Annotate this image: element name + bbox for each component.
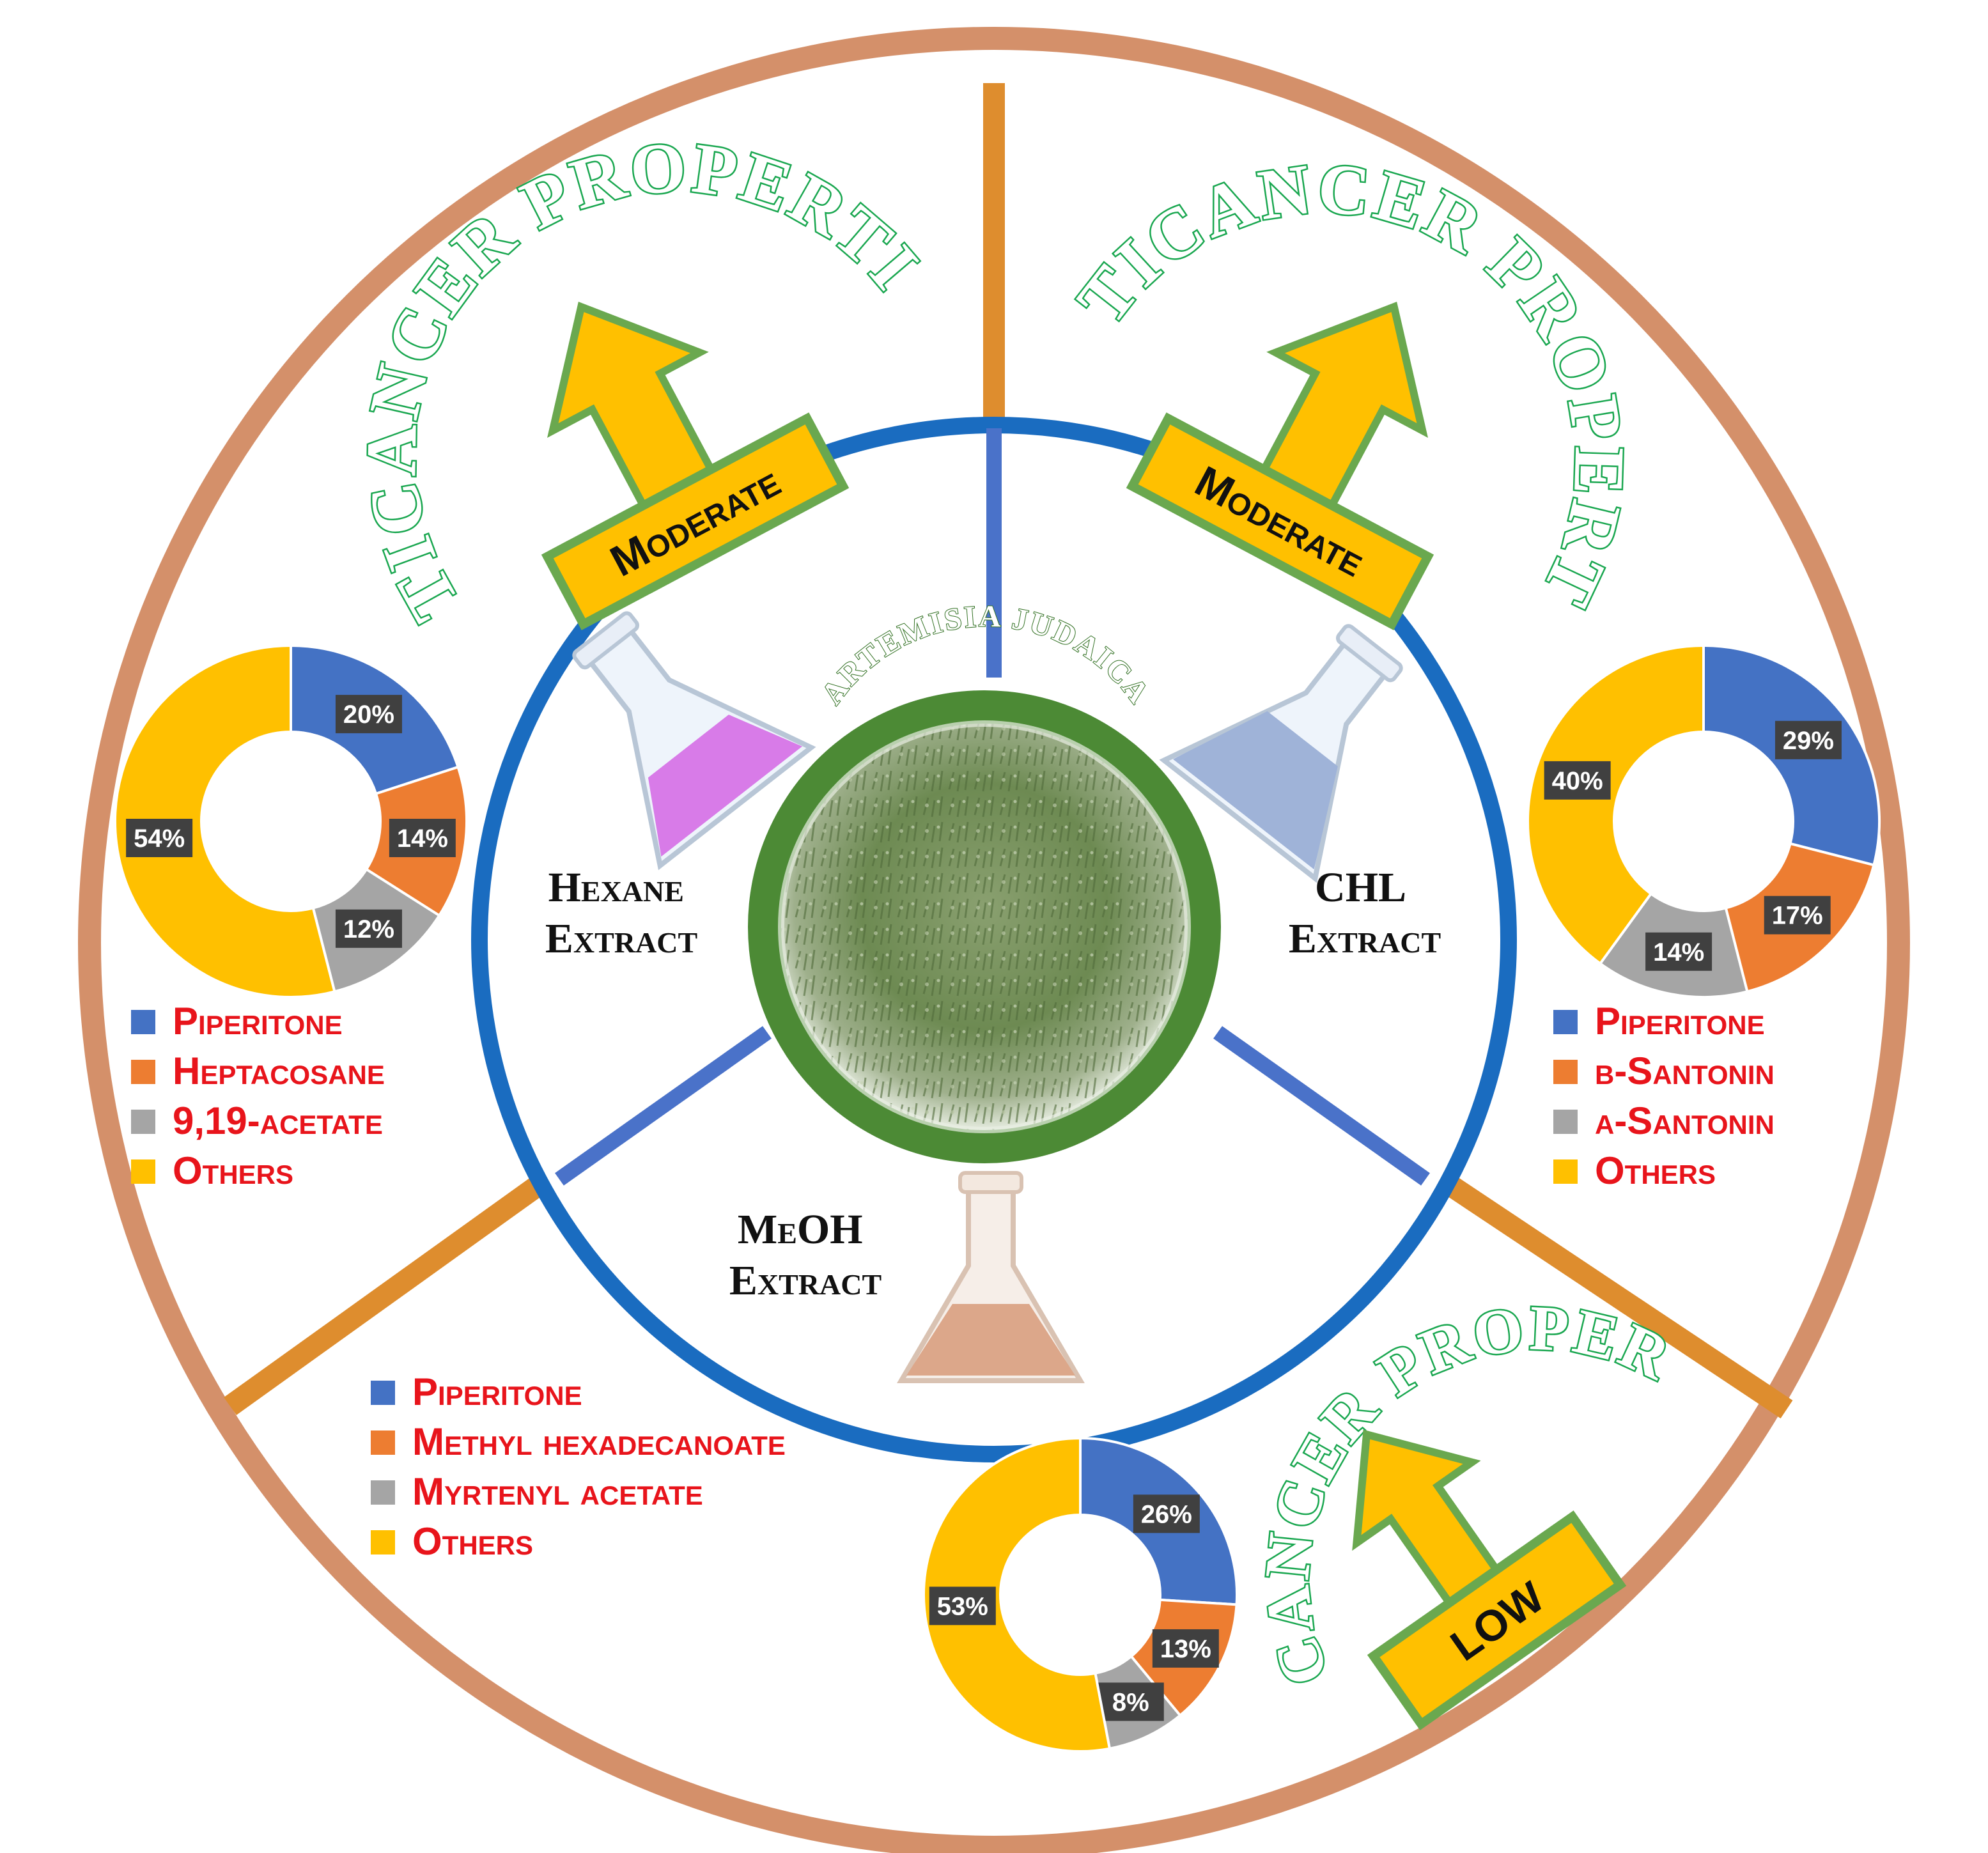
donut-slice-others	[114, 644, 336, 998]
meoh-extract-label: MeOH Extract	[729, 1206, 881, 1304]
outer-divider-right	[1435, 1170, 1793, 1419]
data-label: 14%	[1653, 938, 1704, 966]
outer-dividers	[224, 83, 1793, 1419]
data-label: 20%	[343, 701, 394, 729]
legend-item: Piperitone	[173, 1000, 343, 1043]
meoh-legend: Piperitone Methyl hexadecanoate Myrtenyl…	[371, 1370, 786, 1563]
meoh-composition-chart: 26% 13% 8% 53%	[922, 1436, 1238, 1753]
data-label-box	[1097, 1682, 1164, 1721]
legend-swatch	[1553, 1010, 1578, 1034]
level-box	[1367, 1510, 1627, 1731]
legend-item: Methyl hexadecanoate	[412, 1420, 786, 1463]
legend-swatch	[1553, 1060, 1578, 1084]
erlenmeyer-flask-icon	[897, 1171, 1085, 1383]
inner-ring	[471, 417, 1517, 1462]
chl-level-arrow: Moderate	[1126, 302, 1434, 631]
plant-photo	[748, 690, 1221, 1163]
flask-hexane	[572, 611, 816, 871]
legend-swatch	[371, 1430, 395, 1455]
level-box	[1126, 412, 1434, 631]
legend-item: Myrtenyl acetate	[412, 1470, 703, 1513]
up-arrow-icon	[1255, 302, 1428, 516]
legend-swatch	[131, 1159, 155, 1184]
conical-flask-icon	[1159, 624, 1403, 883]
data-label-box	[335, 695, 402, 734]
up-arrow-icon	[547, 302, 720, 516]
data-label-box	[1152, 1629, 1219, 1668]
inner-divider-left	[555, 1026, 772, 1186]
data-label-box	[126, 819, 193, 858]
legend-swatch	[1553, 1110, 1578, 1134]
data-label-box	[929, 1586, 996, 1625]
hexane-legend: Piperitone Heptacosane 9,19-acetate Othe…	[131, 1000, 385, 1192]
inner-dividers	[555, 428, 1430, 1186]
legend-item: Piperitone	[412, 1370, 582, 1413]
donut-slice-others	[1526, 644, 1705, 966]
data-label-box	[1645, 932, 1712, 971]
data-label: 8%	[1112, 1688, 1149, 1716]
legend-item: 9,19-acetate	[173, 1099, 383, 1142]
data-label: 13%	[1160, 1635, 1211, 1663]
up-arrow-icon	[1352, 1429, 1506, 1614]
data-label: 40%	[1552, 767, 1603, 795]
legend-swatch	[371, 1530, 395, 1555]
legend-item: α-Santonin	[1595, 1099, 1774, 1142]
data-label: 54%	[134, 825, 185, 853]
hexane-composition-chart: 20% 14% 12% 54%	[114, 644, 468, 998]
flask-meoh	[897, 1171, 1085, 1383]
legend-swatch	[131, 1010, 155, 1034]
data-label: 29%	[1783, 727, 1834, 755]
data-label-box	[1764, 895, 1831, 934]
data-label-box	[1774, 720, 1842, 759]
data-label: 12%	[343, 915, 394, 943]
legend-item: β-Santonin	[1595, 1050, 1774, 1092]
data-label: 26%	[1141, 1500, 1192, 1528]
flask-chl	[1159, 624, 1403, 883]
legend-item: Others	[1595, 1149, 1716, 1192]
donut-slice-others	[922, 1436, 1112, 1753]
level-box	[541, 412, 850, 631]
chl-legend: Piperitone β-Santonin α-Santonin Others	[1553, 1000, 1774, 1192]
data-label: 14%	[397, 825, 448, 853]
meoh-level-arrow: LOW	[1352, 1429, 1627, 1731]
legend-item: Heptacosane	[173, 1050, 385, 1092]
data-label: 17%	[1772, 902, 1823, 930]
data-label-box	[389, 819, 456, 858]
conical-flask-icon	[572, 611, 816, 871]
legend-item: Piperitone	[1595, 1000, 1765, 1043]
data-label-box	[1544, 761, 1611, 800]
hexane-extract-label: Hexane Extract	[545, 864, 697, 962]
legend-swatch	[371, 1480, 395, 1505]
legend-swatch	[1553, 1159, 1578, 1184]
data-label-box	[335, 909, 402, 948]
legend-swatch	[371, 1381, 395, 1405]
outer-divider-left	[224, 1170, 553, 1415]
chl-composition-chart: 29% 17% 14% 40%	[1526, 644, 1881, 998]
legend-swatch	[131, 1060, 155, 1084]
inner-divider-right	[1213, 1026, 1430, 1186]
data-label: 53%	[937, 1592, 988, 1620]
legend-item: Others	[173, 1149, 293, 1192]
chl-extract-label: CHL Extract	[1289, 864, 1441, 962]
legend-item: Others	[412, 1520, 533, 1563]
legend-swatch	[131, 1110, 155, 1134]
data-label-box	[1133, 1494, 1200, 1533]
